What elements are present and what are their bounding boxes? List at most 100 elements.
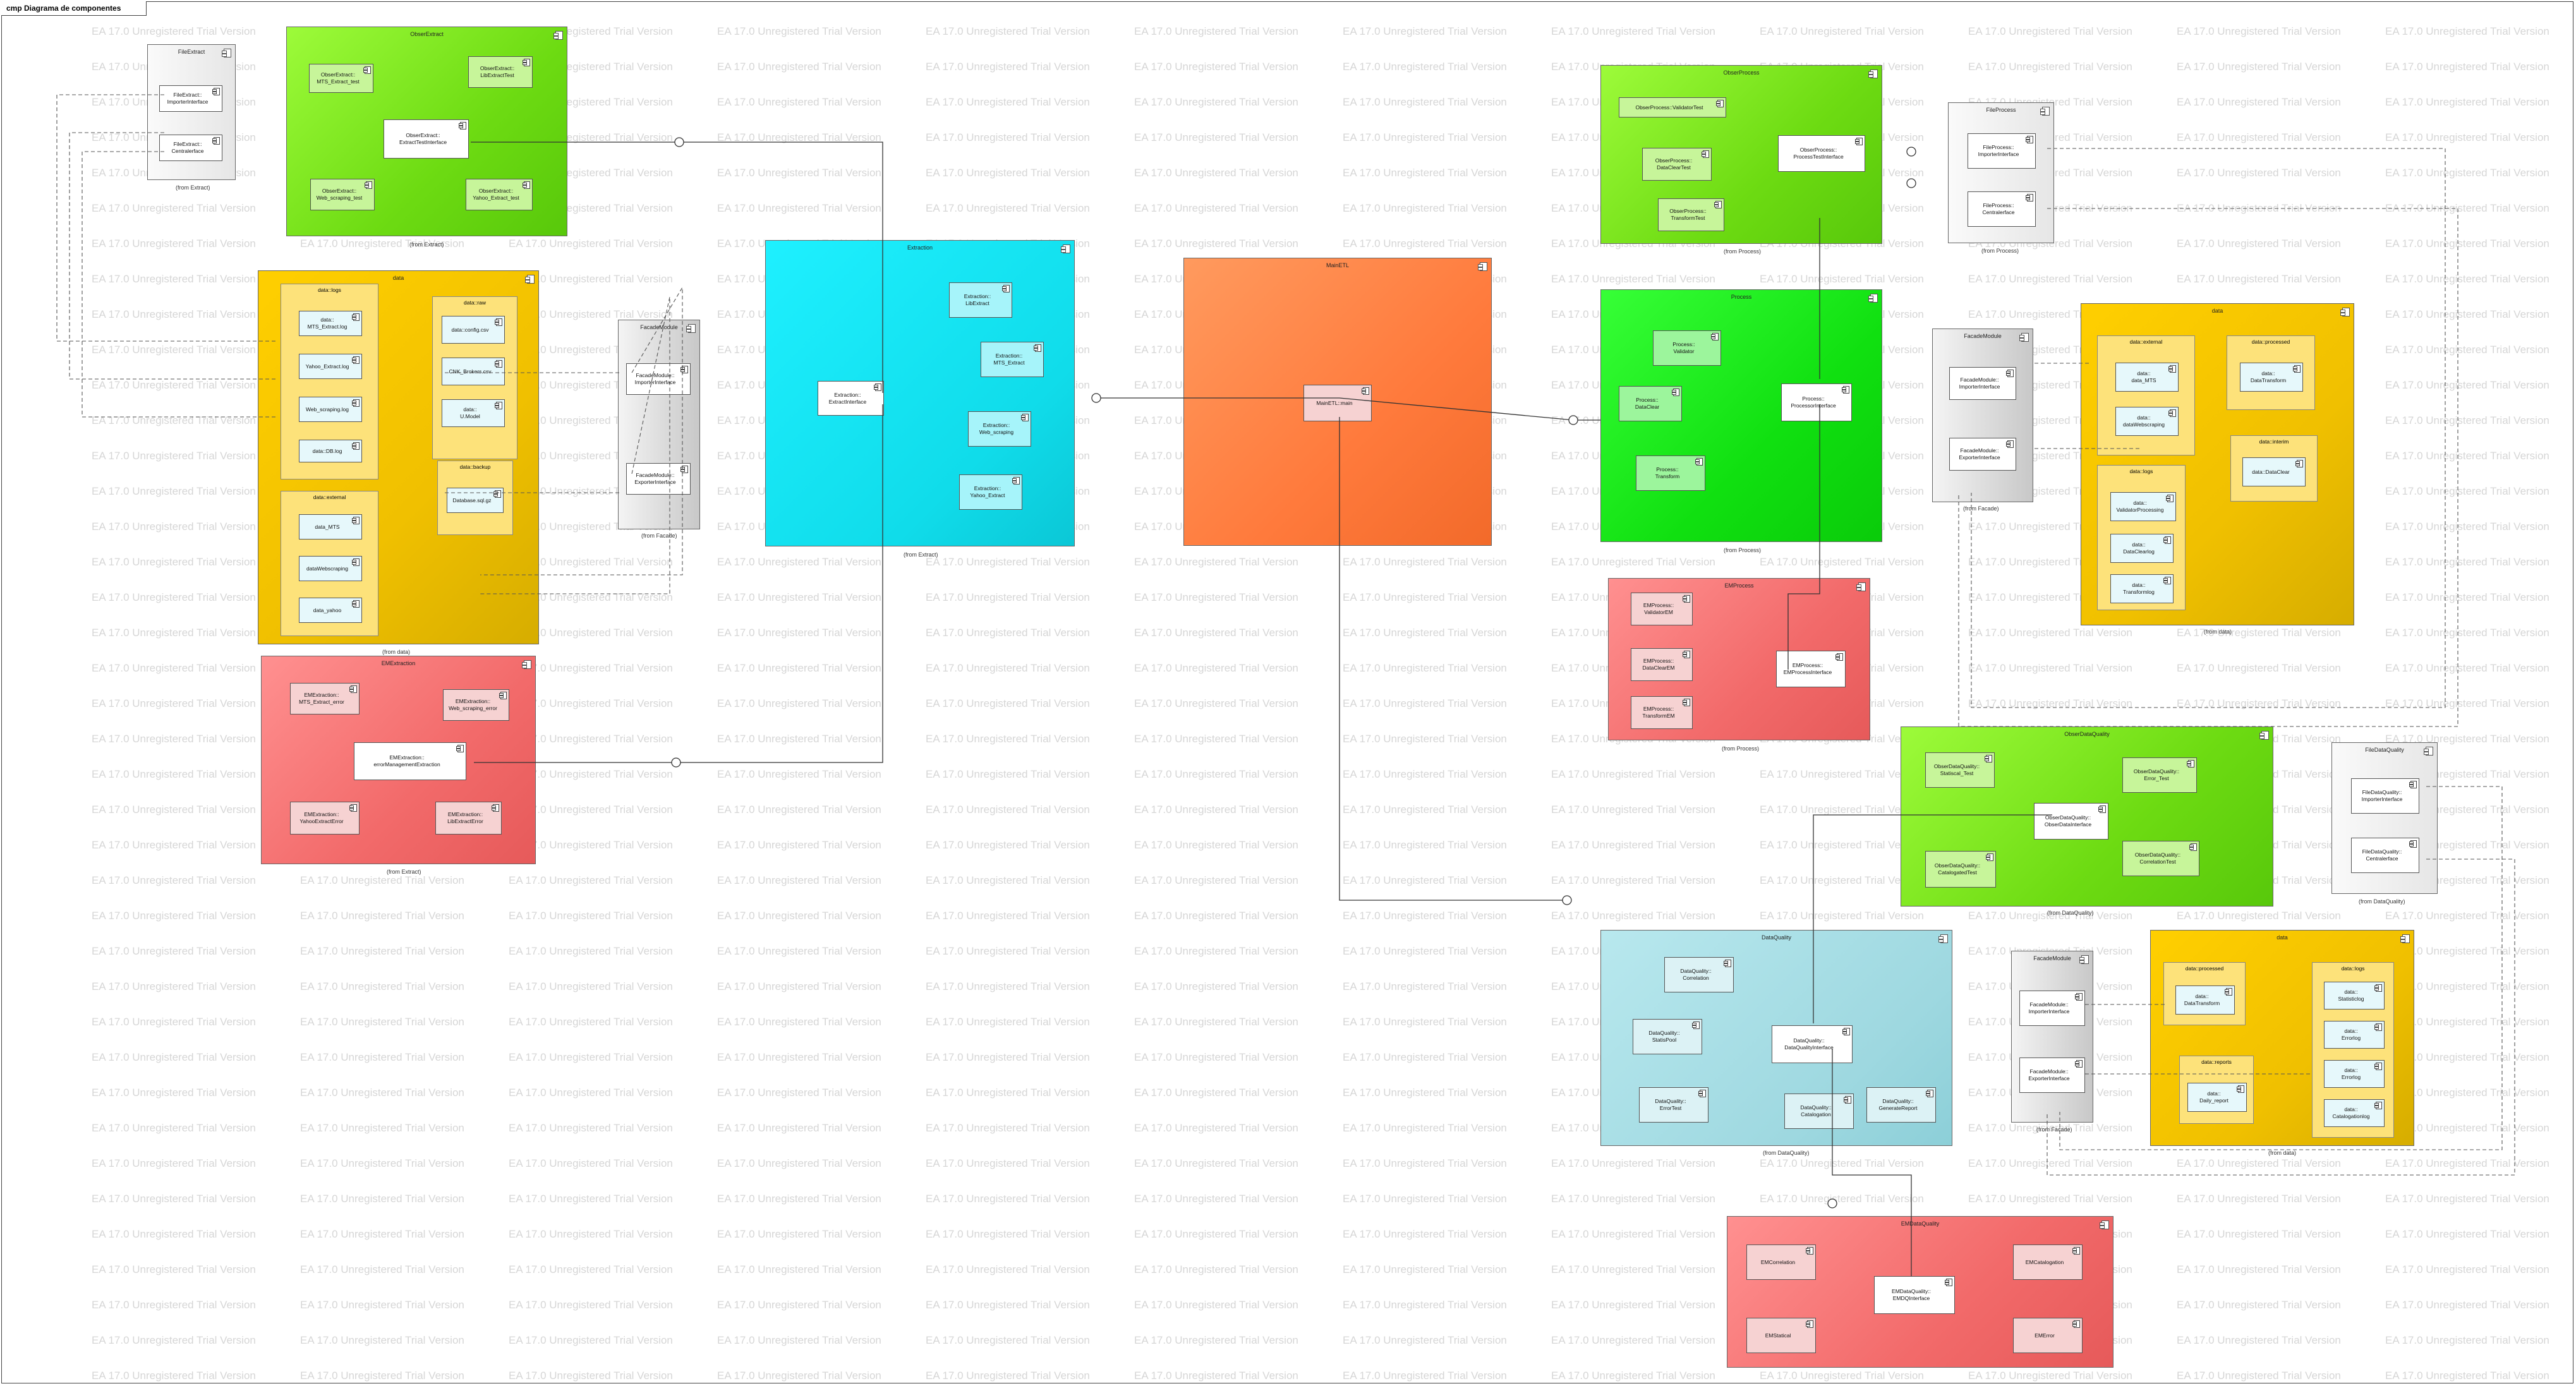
package-facade-module[interactable]: FacadeModule FacadeModule:: ImporterInte… [618, 320, 700, 529]
component[interactable]: EMExtraction:: Web_scraping_error [443, 689, 509, 721]
component[interactable]: EMStatical [1746, 1318, 1816, 1353]
component[interactable]: FileExtract:: ImporterInterface [159, 85, 222, 112]
component[interactable]: ObserExtract:: ExtractTestInterface [384, 119, 469, 159]
component[interactable]: data:: DataTransform [2240, 363, 2303, 392]
component[interactable]: data::DB.log [299, 440, 362, 462]
component[interactable]: FileDataQuality:: ImporterInterface [2351, 778, 2419, 814]
component[interactable]: ObserDataQuality:: ObserDataInterface [2034, 803, 2108, 840]
component[interactable]: EMExtraction:: LibExtractError [435, 802, 502, 835]
package-data[interactable]: data data::processed data:: DataTransfor… [2150, 930, 2414, 1146]
component[interactable]: data:: ValidatorProcessing [2110, 492, 2176, 521]
component[interactable]: DataQuality:: StatisPool [1633, 1019, 1702, 1054]
package-process[interactable]: Process Process:: Validator Process:: Da… [1600, 289, 1882, 542]
component[interactable]: data_MTS [299, 514, 362, 539]
component[interactable]: data_yahoo [299, 598, 362, 623]
package-main-etl[interactable]: MainETL MainETL::main [1183, 258, 1492, 546]
component[interactable]: data:: Statisticlog [2324, 982, 2385, 1009]
component[interactable]: ObserProcess:: ProcessTestInterface [1778, 135, 1865, 172]
component[interactable]: Process:: DataClear [1619, 386, 1682, 421]
component[interactable]: ObserDataQuality:: Statiscal_Test [1925, 752, 1995, 788]
package-em-data-quality[interactable]: EMDataQuality EMCorrelation EMCatalogati… [1727, 1216, 2113, 1368]
component[interactable]: FacadeModule:: ExporterInterface [1949, 438, 2016, 471]
component[interactable]: EMError [2013, 1318, 2083, 1353]
component[interactable]: ObserDataQuality:: Error_Test [2122, 757, 2197, 793]
component[interactable]: ObserDataQuality:: CatalogatedTest [1925, 851, 1996, 888]
component[interactable]: DataQuality:: DataQualityInterface [1772, 1025, 1853, 1063]
package-observer-process[interactable]: ObserProcess ObserProcess::ValidatorTest… [1600, 65, 1882, 244]
component[interactable]: FileProcess:: Centralerface [1968, 191, 2036, 227]
component[interactable]: EMProcess:: DataClearEM [1631, 648, 1693, 681]
component[interactable]: Database.sql.gz [447, 488, 504, 513]
component[interactable]: ObserExtract:: Web_scraping_test [310, 179, 375, 210]
component[interactable]: EMExtraction:: errorManagementExtraction [354, 742, 466, 780]
component[interactable]: DataQuality:: Catalogation [1784, 1094, 1854, 1129]
component[interactable]: FacadeModule:: ImporterInterface [1949, 367, 2016, 400]
component[interactable]: EMProcess:: EMProcessInterface [1776, 651, 1846, 687]
component[interactable]: FacadeModule:: ExporterInterface [2019, 1058, 2085, 1093]
component[interactable]: DataQuality:: GenerateReport [1866, 1087, 1936, 1123]
component[interactable]: FileDataQuality:: Centralerface [2351, 838, 2419, 873]
component[interactable]: data:: DataTransform [2175, 985, 2235, 1015]
package-facade-module[interactable]: FacadeModule FacadeModule:: ImporterInte… [1932, 328, 2033, 502]
component[interactable]: Process:: Validator [1653, 330, 1721, 366]
component[interactable]: data:: MTS_Extract.log [299, 311, 362, 336]
package-facade-module[interactable]: FacadeModule FacadeModule:: ImporterInte… [2011, 951, 2093, 1123]
package-file-extract[interactable]: FileExtract FileExtract:: ImporterInterf… [147, 44, 236, 180]
component[interactable]: EMProcess:: ValidatorEM [1631, 593, 1693, 625]
component[interactable]: data:: DataClearlog [2110, 534, 2174, 563]
component[interactable]: data::config.csv [442, 316, 505, 344]
component[interactable]: ObserProcess:: TransformTest [1658, 198, 1724, 231]
component[interactable]: EMDataQuality:: EMDQInterface [1874, 1276, 1955, 1314]
package-file-process[interactable]: FileProcess FileProcess:: ImporterInterf… [1948, 102, 2054, 243]
component[interactable]: FacadeModule:: ExporterInterface [626, 463, 691, 495]
package-em-extraction[interactable]: EMExtraction EMExtraction:: MTS_Extract_… [261, 656, 536, 864]
component[interactable]: data:: Daily_report [2187, 1083, 2247, 1112]
component[interactable]: FileProcess:: ImporterInterface [1968, 133, 2036, 169]
component[interactable]: data:: U.Model [442, 399, 505, 427]
package-observer-data-quality[interactable]: ObserDataQuality ObserDataQuality:: Stat… [1901, 726, 2273, 907]
component[interactable]: Extraction:: ExtractInterface [818, 381, 884, 416]
component[interactable]: EMProcess:: TransformEM [1631, 696, 1693, 729]
component[interactable]: CNK_Brokers.csv [442, 358, 505, 385]
component[interactable]: data:: Catalogationlog [2324, 1099, 2385, 1127]
component[interactable]: ObserExtract:: MTS_Extract_test [309, 64, 373, 93]
package-data-quality[interactable]: DataQuality DataQuality:: Correlation Da… [1600, 930, 1952, 1146]
component[interactable]: Process:: ProcessorInterface [1781, 383, 1852, 421]
component[interactable]: Process:: Transform [1636, 455, 1705, 491]
component[interactable]: data::DataClear [2242, 457, 2306, 486]
component[interactable]: DataQuality:: ErrorTest [1639, 1087, 1708, 1123]
component[interactable]: DataQuality:: Correlation [1664, 957, 1734, 992]
component[interactable]: Web_scraping.log [299, 397, 362, 422]
component[interactable]: Extraction:: LibExtract [949, 282, 1012, 318]
component[interactable]: EMCorrelation [1746, 1244, 1816, 1280]
component[interactable]: ObserDataQuality:: CorrelationTest [2122, 841, 2199, 876]
component[interactable]: EMExtraction:: MTS_Extract_error [290, 683, 360, 714]
component[interactable]: data:: data_MTS [2115, 363, 2179, 392]
package-data[interactable]: data data::logs data:: MTS_Extract.log Y… [258, 270, 539, 644]
package-extraction[interactable]: Extraction Extraction:: ExtractInterface… [765, 240, 1075, 546]
component[interactable]: EMExtraction:: YahooExtractError [290, 802, 360, 835]
component[interactable]: data:: Errorlog [2324, 1021, 2385, 1049]
component[interactable]: FacadeModule:: ImporterInterface [626, 363, 691, 395]
component[interactable]: FileExtract:: Centralerface [159, 135, 222, 161]
component[interactable]: Yahoo_Extract.log [299, 354, 362, 379]
package-file-data-quality[interactable]: FileDataQuality FileDataQuality:: Import… [2331, 742, 2438, 894]
component[interactable]: data:: Transformlog [2110, 574, 2174, 603]
component[interactable]: EMCatalogation [2013, 1244, 2083, 1280]
component[interactable]: Extraction:: MTS_Extract [981, 342, 1044, 377]
component[interactable]: ObserExtract:: Yahoo_Extract_test [466, 179, 533, 210]
package-observer-extract[interactable]: ObserExtract ObserExtract:: MTS_Extract_… [286, 27, 567, 236]
package-origin: (from DataQuality) [1763, 1150, 1810, 1156]
component[interactable]: ObserExtract:: LibExtractTest [468, 56, 533, 88]
component[interactable]: dataWebscraping [299, 556, 362, 581]
component[interactable]: Extraction:: Yahoo_Extract [959, 474, 1022, 510]
component[interactable]: Extraction:: Web_scraping [968, 411, 1031, 447]
component[interactable]: MainETL::main [1303, 385, 1372, 421]
component[interactable]: data:: dataWebscraping [2115, 407, 2179, 436]
component[interactable]: data:: Errorlog [2324, 1060, 2385, 1088]
component[interactable]: FacadeModule:: ImporterInterface [2019, 991, 2085, 1026]
package-em-process[interactable]: EMProcess EMProcess:: ValidatorEM EMProc… [1608, 578, 1870, 740]
component[interactable]: ObserProcess:: DataClearTest [1642, 148, 1712, 181]
package-data[interactable]: data data::external data:: data_MTS data… [2081, 303, 2354, 625]
component[interactable]: ObserProcess::ValidatorTest [1619, 97, 1726, 118]
